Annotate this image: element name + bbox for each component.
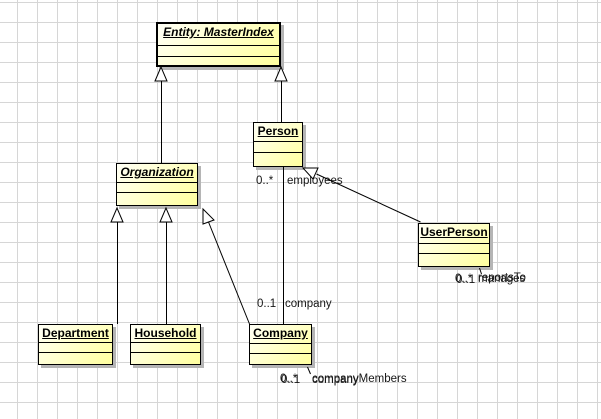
- compartment-divider: [131, 352, 200, 353]
- class-title: Entity: MasterIndex: [163, 25, 274, 39]
- class-box-department[interactable]: Department: [38, 324, 113, 365]
- class-title: UserPerson: [420, 225, 488, 239]
- label-company-multiplicity[interactable]: 0..1: [257, 298, 277, 310]
- label-company-role[interactable]: company: [285, 298, 332, 310]
- compartment-divider: [131, 342, 200, 343]
- compartment-divider: [419, 253, 489, 254]
- label-reportsto-role[interactable]: reportsTo: [478, 272, 526, 284]
- label-reportsto-multiplicity[interactable]: 0..1: [456, 274, 476, 286]
- generalization-arrowhead: [110, 206, 124, 223]
- label-employees-multiplicity[interactable]: 0..*: [256, 175, 274, 187]
- compartment-divider: [158, 45, 279, 46]
- compartment-divider: [39, 352, 112, 353]
- label-companymembers-multiplicity[interactable]: 0..*: [280, 373, 298, 385]
- generalization-arrowhead: [202, 207, 215, 225]
- label-companymembers-role[interactable]: companyMembers: [312, 373, 407, 385]
- label-manages-role[interactable]: manages: [478, 273, 526, 285]
- compartment-divider: [117, 182, 197, 183]
- class-box-household[interactable]: Household: [130, 324, 201, 365]
- compartment-divider: [419, 243, 489, 244]
- edge-gen-department-organization[interactable]: [110, 206, 124, 324]
- class-box-company[interactable]: Company: [249, 324, 312, 365]
- edge-assoc-stub-company[interactable]: [307, 366, 311, 375]
- class-box-organization[interactable]: Organization: [116, 163, 198, 206]
- label-company2-role[interactable]: company: [312, 374, 359, 386]
- generalization-arrowhead: [274, 65, 288, 82]
- label-manages-multiplicity[interactable]: 0..*: [455, 273, 473, 285]
- edge-gen-company-organization[interactable]: [202, 207, 250, 325]
- compartment-divider: [250, 353, 311, 354]
- compartment-divider: [254, 141, 302, 142]
- class-title: Department: [42, 326, 109, 340]
- edge-gen-organization-entity[interactable]: [154, 65, 168, 163]
- class-title: Person: [257, 124, 299, 138]
- label-employees-role[interactable]: employees: [287, 175, 343, 187]
- compartment-divider: [39, 342, 112, 343]
- compartment-divider: [250, 343, 311, 344]
- class-title: Company: [253, 326, 308, 340]
- edge-gen-person-entity[interactable]: [274, 65, 288, 122]
- compartment-divider: [158, 56, 279, 57]
- generalization-arrowhead: [159, 206, 173, 223]
- class-box-person[interactable]: Person: [253, 122, 303, 167]
- label-company2-multiplicity[interactable]: 0..1: [281, 374, 301, 386]
- class-title: Household: [134, 326, 197, 340]
- class-title: Organization: [120, 165, 194, 179]
- compartment-divider: [254, 152, 302, 153]
- class-box-entity-masterindex[interactable]: Entity: MasterIndex: [156, 22, 281, 67]
- compartment-divider: [117, 192, 197, 193]
- edge-gen-household-organization[interactable]: [159, 206, 173, 324]
- generalization-arrowhead: [154, 65, 168, 82]
- class-box-userperson[interactable]: UserPerson: [418, 223, 490, 267]
